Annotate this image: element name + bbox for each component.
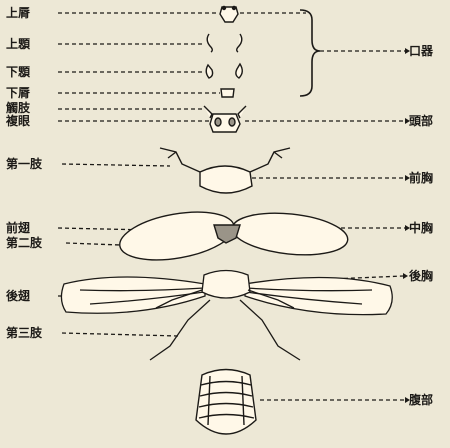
- leader-first-leg: [62, 164, 170, 166]
- label-third-leg: 第三肢: [6, 326, 42, 340]
- label-upper-lip: 上脣: [6, 6, 30, 20]
- label-second-leg: 第二肢: [6, 236, 42, 250]
- leader-third-leg: [62, 333, 178, 336]
- leader-second-leg: [66, 243, 120, 245]
- label-antenna: 觸肢: [6, 101, 30, 115]
- mouthparts-bracket: [300, 10, 320, 96]
- label-compound-eye: 複眼: [6, 114, 30, 128]
- label-hindwing: 後翅: [6, 289, 30, 303]
- mesothorax-figure: [116, 204, 350, 267]
- lower-lip-figure: [221, 89, 234, 97]
- label-mesothorax: 中胸: [409, 221, 433, 235]
- label-upper-jaw: 上顋: [6, 37, 30, 51]
- label-mouthparts: 口器: [409, 44, 433, 58]
- head-figure: [204, 106, 246, 132]
- metathorax-figure: [61, 271, 392, 361]
- abdomen-figure: [196, 370, 256, 435]
- label-first-leg: 第一肢: [6, 157, 42, 171]
- label-prothorax: 前胸: [409, 171, 433, 185]
- upper-jaw-figure: [207, 34, 242, 52]
- label-metathorax: 後胸: [409, 269, 433, 283]
- prothorax-figure: [160, 148, 290, 193]
- label-lower-lip: 下脣: [6, 86, 30, 100]
- label-lower-jaw: 下顋: [6, 65, 30, 79]
- label-abdomen: 腹部: [409, 393, 433, 407]
- label-head: 頭部: [409, 114, 433, 128]
- lower-jaw-figure: [206, 64, 242, 78]
- label-forewing: 前翅: [6, 221, 30, 235]
- upper-lip-figure: [220, 7, 238, 23]
